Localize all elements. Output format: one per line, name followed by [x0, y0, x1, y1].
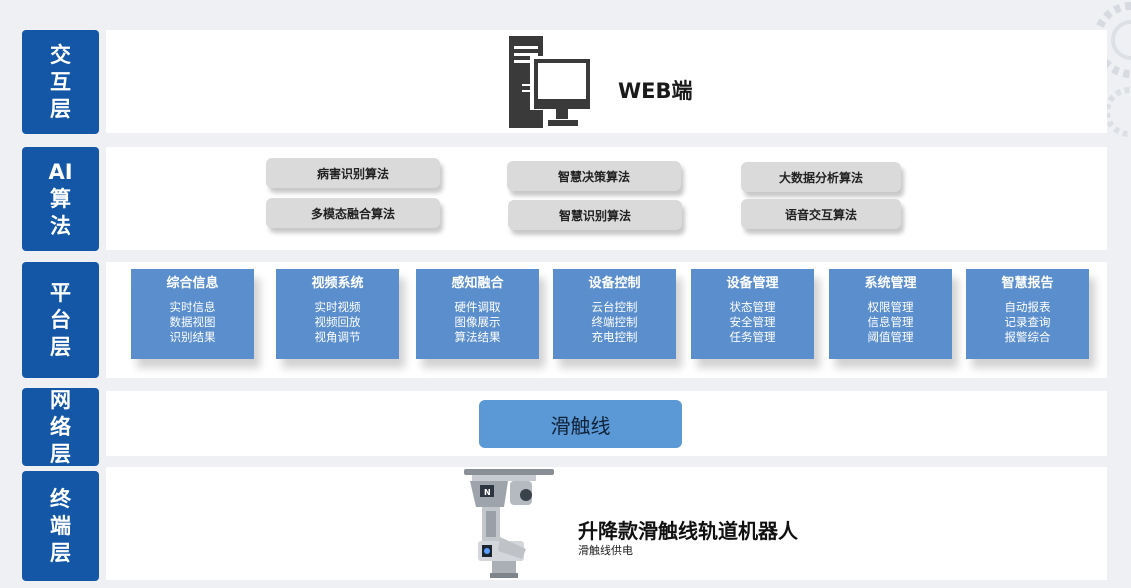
platform-module: 视频系统 实时视频 视频回放 视角调节	[276, 269, 399, 359]
module-item: 阈值管理	[867, 330, 914, 344]
ai-panel: 病害识别算法 多模态融合算法 智慧决策算法 智慧识别算法 大数据分析算法 语音交…	[106, 147, 1107, 250]
layer-label-network: 网络层	[22, 388, 99, 466]
platform-module: 综合信息 实时信息 数据视图 识别结果	[131, 269, 254, 359]
module-title: 综合信息	[166, 276, 219, 291]
module-item: 终端控制	[591, 315, 638, 329]
module-item: 实时视频	[314, 300, 361, 314]
module-title: 系统管理	[864, 276, 917, 291]
layer-label-ai: AI算法	[22, 147, 99, 251]
platform-module: 智慧报告 自动报表 记录查询 报警综合	[966, 269, 1089, 359]
module-item: 自动报表	[1004, 300, 1051, 314]
ai-algorithm-pill: 病害识别算法	[266, 158, 440, 188]
module-item: 充电控制	[591, 330, 638, 344]
module-title: 视频系统	[311, 276, 364, 291]
ai-algorithm-pill: 智慧决策算法	[507, 161, 681, 191]
interaction-panel: WEB端	[106, 30, 1107, 133]
module-item: 权限管理	[867, 300, 914, 314]
terminal-panel: N 升降款滑触线轨道机器人 滑触线供电	[106, 467, 1107, 580]
module-item: 记录查询	[1004, 315, 1051, 329]
layer-label-terminal: 终端层	[22, 471, 99, 581]
module-title: 智慧报告	[1001, 276, 1054, 291]
platform-module: 设备管理 状态管理 安全管理 任务管理	[691, 269, 814, 359]
ai-algorithm-pill: 多模态融合算法	[266, 198, 440, 228]
layer-label-platform: 平台层	[22, 262, 99, 378]
computer-tower-monitor-icon	[509, 36, 590, 128]
module-item: 状态管理	[729, 300, 776, 314]
robot-title: 升降款滑触线轨道机器人	[578, 519, 798, 543]
module-item: 算法结果	[454, 330, 501, 344]
module-item: 图像展示	[454, 315, 501, 329]
module-item: 硬件调取	[454, 300, 501, 314]
rail-robot-image: N	[464, 469, 554, 578]
module-item: 报警综合	[1004, 330, 1051, 344]
module-item: 识别结果	[169, 330, 216, 344]
module-title: 设备管理	[726, 276, 779, 291]
platform-module: 设备控制 云台控制 终端控制 充电控制	[553, 269, 676, 359]
ai-algorithm-pill: 语音交互算法	[741, 199, 901, 229]
module-item: 视频回放	[314, 315, 361, 329]
module-title: 感知融合	[451, 276, 504, 291]
module-item: 视角调节	[314, 330, 361, 344]
network-panel: 滑触线	[106, 391, 1107, 456]
gear-watermark-icon	[1093, 2, 1131, 137]
platform-module: 感知融合 硬件调取 图像展示 算法结果	[416, 269, 539, 359]
trolley-line-box: 滑触线	[479, 400, 682, 448]
layer-label-interaction: 交互层	[22, 30, 99, 134]
module-item: 云台控制	[591, 300, 638, 314]
module-item: 信息管理	[867, 315, 914, 329]
ai-algorithm-pill: 智慧识别算法	[508, 200, 682, 230]
module-item: 实时信息	[169, 300, 216, 314]
robot-subtitle: 滑触线供电	[578, 544, 633, 557]
platform-panel: 综合信息 实时信息 数据视图 识别结果 视频系统 实时视频 视频回放 视角调节 …	[106, 262, 1107, 378]
platform-module: 系统管理 权限管理 信息管理 阈值管理	[829, 269, 952, 359]
ai-algorithm-pill: 大数据分析算法	[741, 162, 901, 192]
module-item: 安全管理	[729, 315, 776, 329]
module-item: 任务管理	[729, 330, 776, 344]
module-title: 设备控制	[588, 276, 641, 291]
web-client-title: WEB端	[618, 79, 693, 103]
svg-text:N: N	[484, 488, 491, 497]
module-item: 数据视图	[169, 315, 216, 329]
